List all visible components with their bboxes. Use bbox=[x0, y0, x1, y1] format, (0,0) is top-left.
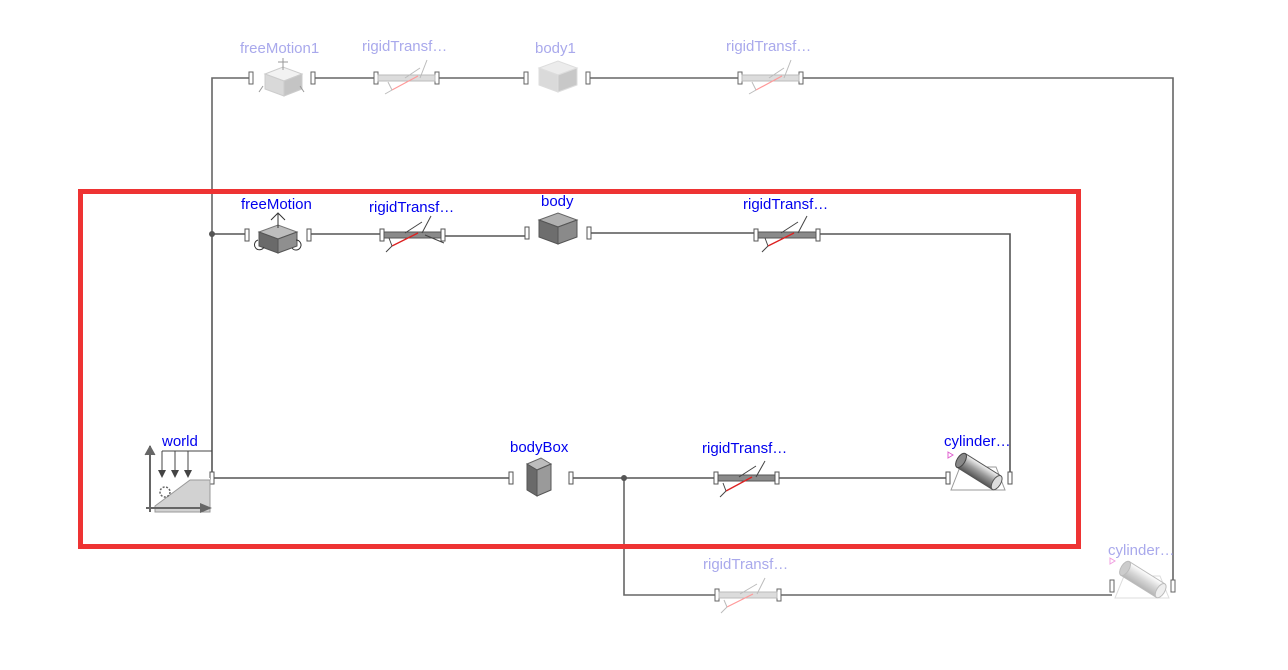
junction-dot bbox=[209, 231, 215, 237]
label-bodyBox: bodyBox bbox=[510, 439, 569, 456]
label-rigidTransf-bottom: rigidTransf… bbox=[703, 556, 789, 573]
label-freeMotion: freeMotion bbox=[241, 196, 312, 213]
cylinder-bottom-component[interactable] bbox=[1109, 557, 1176, 600]
label-body1: body1 bbox=[535, 40, 576, 57]
freeMotion-component[interactable] bbox=[244, 212, 312, 254]
label-rigidTransf-mid1: rigidTransf… bbox=[369, 199, 455, 216]
rigidTransf-mid1-component[interactable] bbox=[379, 215, 446, 253]
wire-rigid2-cylinder-bottom[interactable] bbox=[802, 77, 1174, 587]
label-rigidTransf-top1: rigidTransf… bbox=[362, 38, 448, 55]
label-rigidTransf-low: rigidTransf… bbox=[702, 440, 788, 457]
body1-component[interactable] bbox=[523, 60, 591, 93]
cylinder-component[interactable] bbox=[945, 451, 1013, 491]
wire-rigid-cylinder[interactable] bbox=[820, 233, 1011, 477]
label-cylinder: cylinder… bbox=[944, 433, 1011, 450]
world-component[interactable] bbox=[144, 444, 215, 513]
label-body: body bbox=[541, 193, 574, 210]
rigidTransf-low-component[interactable] bbox=[713, 460, 780, 498]
label-world: world bbox=[162, 433, 198, 450]
body-component[interactable] bbox=[524, 212, 592, 245]
rigidTransf-top2-component[interactable] bbox=[737, 59, 804, 95]
wire-rigid-body[interactable] bbox=[444, 233, 528, 237]
rigidTransf-bottom-component[interactable] bbox=[714, 577, 782, 614]
junction-dot bbox=[621, 475, 627, 481]
label-rigidTransf-top2: rigidTransf… bbox=[726, 38, 812, 55]
rigidTransf-mid2-component[interactable] bbox=[753, 215, 821, 253]
wire-world-freeMotion1[interactable] bbox=[211, 77, 250, 234]
bodyBox-component[interactable] bbox=[508, 457, 574, 497]
label-freeMotion1: freeMotion1 bbox=[240, 40, 320, 57]
wire-world-freeMotion[interactable] bbox=[211, 233, 247, 472]
connection-wires bbox=[209, 77, 1174, 596]
label-rigidTransf-mid2: rigidTransf… bbox=[743, 196, 829, 213]
wire-bodyBox-rigid-bottom[interactable] bbox=[623, 478, 717, 596]
label-cylinder-bottom: cylinder… bbox=[1108, 542, 1175, 559]
rigidTransf-top1-component[interactable] bbox=[373, 59, 440, 95]
freeMotion1-component[interactable] bbox=[248, 58, 316, 97]
